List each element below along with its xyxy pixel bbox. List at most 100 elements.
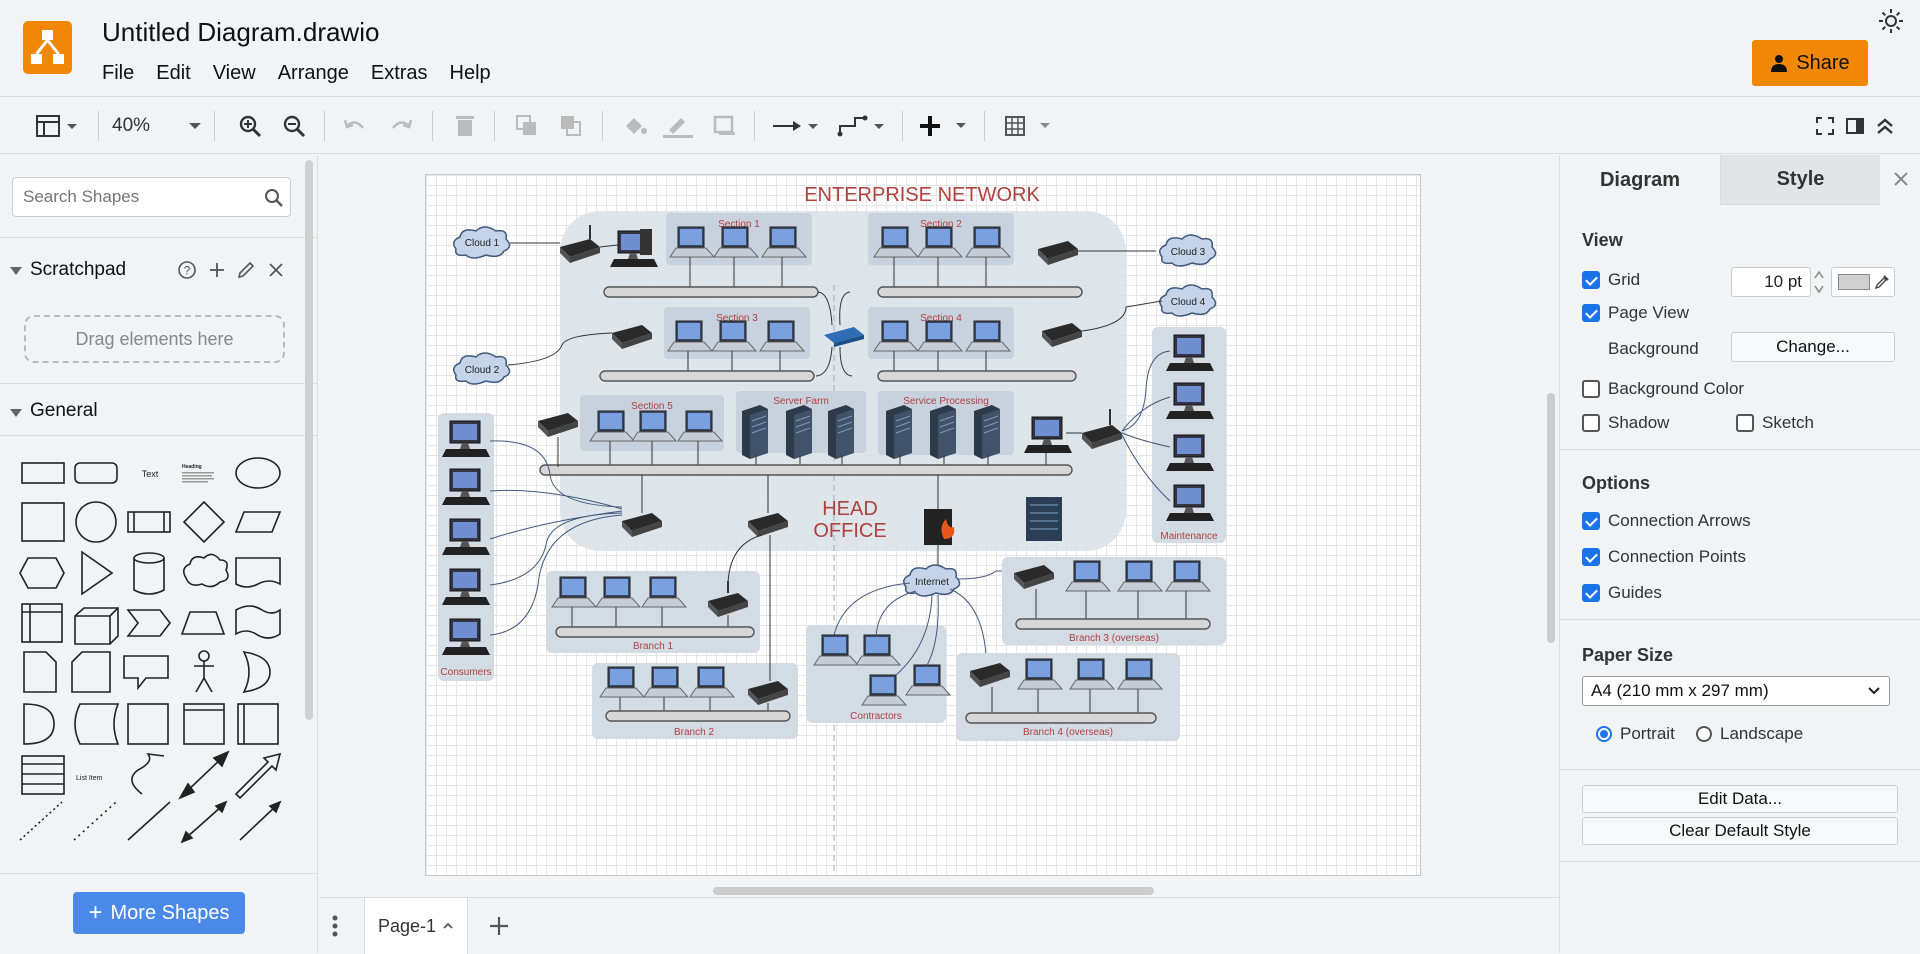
menu-help[interactable]: Help [449, 62, 491, 84]
background-color-checkbox[interactable] [1582, 380, 1600, 398]
shape-cylinder [133, 558, 165, 595]
menu-file[interactable]: File [102, 62, 135, 84]
clear-default-style-button[interactable]: Clear Default Style [1582, 817, 1898, 845]
zoom-dropdown[interactable]: 40% [112, 109, 202, 143]
shadow-button[interactable] [710, 109, 740, 143]
diagram-canvas[interactable]: ENTERPRISE NETWORK Section 1 Section 2 S… [319, 155, 1559, 897]
page-tabs-bar: Page-1 [319, 897, 1559, 954]
close-icon[interactable] [266, 260, 286, 280]
grid-size-stepper[interactable] [1812, 267, 1826, 297]
search-icon[interactable] [264, 188, 284, 208]
delete-button[interactable] [450, 109, 480, 143]
connection-style-dropdown[interactable] [770, 109, 822, 143]
add-page-icon[interactable] [487, 914, 511, 938]
section5-laptops [589, 410, 723, 442]
landscape-row: Landscape [1696, 724, 1803, 744]
svg-text:Maintenance: Maintenance [1160, 531, 1218, 542]
zoom-in-button[interactable] [235, 109, 265, 143]
paper-size-select[interactable]: A4 (210 mm x 297 mm) [1582, 676, 1890, 706]
edit-icon[interactable] [236, 260, 256, 280]
eyedropper-icon [1874, 275, 1889, 290]
scratchpad-title[interactable]: Scratchpad [30, 259, 127, 280]
waypoints-dropdown[interactable] [836, 109, 888, 143]
paint-bucket-icon [626, 118, 647, 134]
tab-style[interactable]: Style [1720, 155, 1880, 205]
shape-document [235, 557, 281, 588]
more-vertical-icon[interactable] [331, 914, 339, 938]
bus-branch1 [555, 626, 755, 638]
chevrons-up-icon [1877, 118, 1893, 134]
section4-laptops [873, 320, 1011, 352]
shape-dotted-line [73, 801, 117, 841]
shape-actor [194, 650, 214, 693]
guides-checkbox[interactable] [1582, 584, 1600, 602]
chevron-up-icon[interactable] [442, 921, 454, 931]
format-panel-toggle-button[interactable] [30, 109, 82, 143]
bus-main [539, 464, 1073, 476]
collapse-toolbar-button[interactable] [1872, 109, 1898, 143]
page-tab-1[interactable]: Page-1 [364, 898, 468, 954]
menu-view[interactable]: View [212, 62, 256, 84]
shape-curve [131, 752, 165, 795]
core-switch [824, 327, 864, 343]
zoom-out-button[interactable] [279, 109, 309, 143]
menu-extras[interactable]: Extras [370, 62, 428, 84]
pencil-icon [663, 118, 693, 138]
background-label: Background [1608, 339, 1699, 358]
grid-color-button[interactable] [1831, 267, 1895, 297]
menu-arrange[interactable]: Arrange [277, 62, 349, 84]
help-icon[interactable]: ? [177, 260, 197, 280]
sidebar-scrollbar[interactable] [305, 160, 313, 720]
fill-color-button[interactable] [620, 109, 650, 143]
diagram-page[interactable]: ENTERPRISE NETWORK Section 1 Section 2 S… [425, 174, 1421, 876]
edit-data-button[interactable]: Edit Data... [1582, 785, 1898, 813]
add-icon[interactable] [207, 260, 227, 280]
connection-arrows-checkbox[interactable] [1582, 512, 1600, 530]
table-dropdown[interactable] [1002, 109, 1054, 143]
scratchpad-caret-icon[interactable] [10, 267, 22, 275]
tab-diagram[interactable]: Diagram [1560, 155, 1720, 205]
general-title[interactable]: General [30, 400, 98, 421]
document-title[interactable]: Untitled Diagram.drawio [102, 17, 380, 47]
canvas-vertical-scrollbar[interactable] [1547, 393, 1555, 643]
to-back-button[interactable] [556, 109, 586, 143]
change-background-button[interactable]: Change... [1731, 332, 1895, 362]
menu-edit[interactable]: Edit [156, 62, 191, 84]
undo-button[interactable] [340, 109, 370, 143]
grid-size-input[interactable]: 10 pt [1731, 267, 1811, 297]
svg-text:Branch 1: Branch 1 [633, 641, 673, 652]
share-button[interactable]: Share [1752, 40, 1868, 86]
shape-dashed-line [19, 801, 63, 841]
insert-dropdown[interactable] [918, 109, 970, 143]
svg-text:Section 3: Section 3 [716, 313, 758, 324]
theme-sun-icon[interactable] [1878, 8, 1904, 34]
svg-text:Contractors: Contractors [850, 711, 902, 722]
drawio-logo-icon[interactable] [23, 21, 72, 74]
shape-square-2 [127, 703, 169, 745]
search-shapes-input[interactable] [12, 177, 291, 217]
portrait-radio[interactable] [1596, 726, 1612, 742]
sketch-checkbox[interactable] [1736, 414, 1754, 432]
more-shapes-button[interactable]: +More Shapes [73, 892, 245, 934]
line-color-button[interactable] [662, 109, 694, 143]
grid-checkbox[interactable] [1582, 271, 1600, 289]
landscape-radio[interactable] [1696, 726, 1712, 742]
close-panel-icon[interactable] [1892, 170, 1910, 188]
format-panel-button[interactable] [1842, 109, 1868, 143]
connection-points-checkbox[interactable] [1582, 548, 1600, 566]
general-caret-icon[interactable] [10, 409, 22, 417]
shape-note [23, 651, 57, 693]
storage-array [1026, 497, 1062, 541]
shape-rounded-rectangle [74, 462, 118, 484]
scratchpad-dropzone[interactable]: Drag elements here [24, 315, 285, 363]
to-front-button[interactable] [512, 109, 542, 143]
shape-square [21, 502, 65, 542]
zoom-value: 40% [112, 115, 151, 136]
arrow-right-icon [773, 121, 818, 131]
page-view-checkbox[interactable] [1582, 304, 1600, 322]
fullscreen-button[interactable] [1812, 109, 1838, 143]
redo-button[interactable] [386, 109, 416, 143]
canvas-horizontal-scrollbar[interactable] [713, 887, 1154, 895]
svg-text:Branch 4 (overseas): Branch 4 (overseas) [1023, 727, 1113, 738]
shadow-checkbox[interactable] [1582, 414, 1600, 432]
